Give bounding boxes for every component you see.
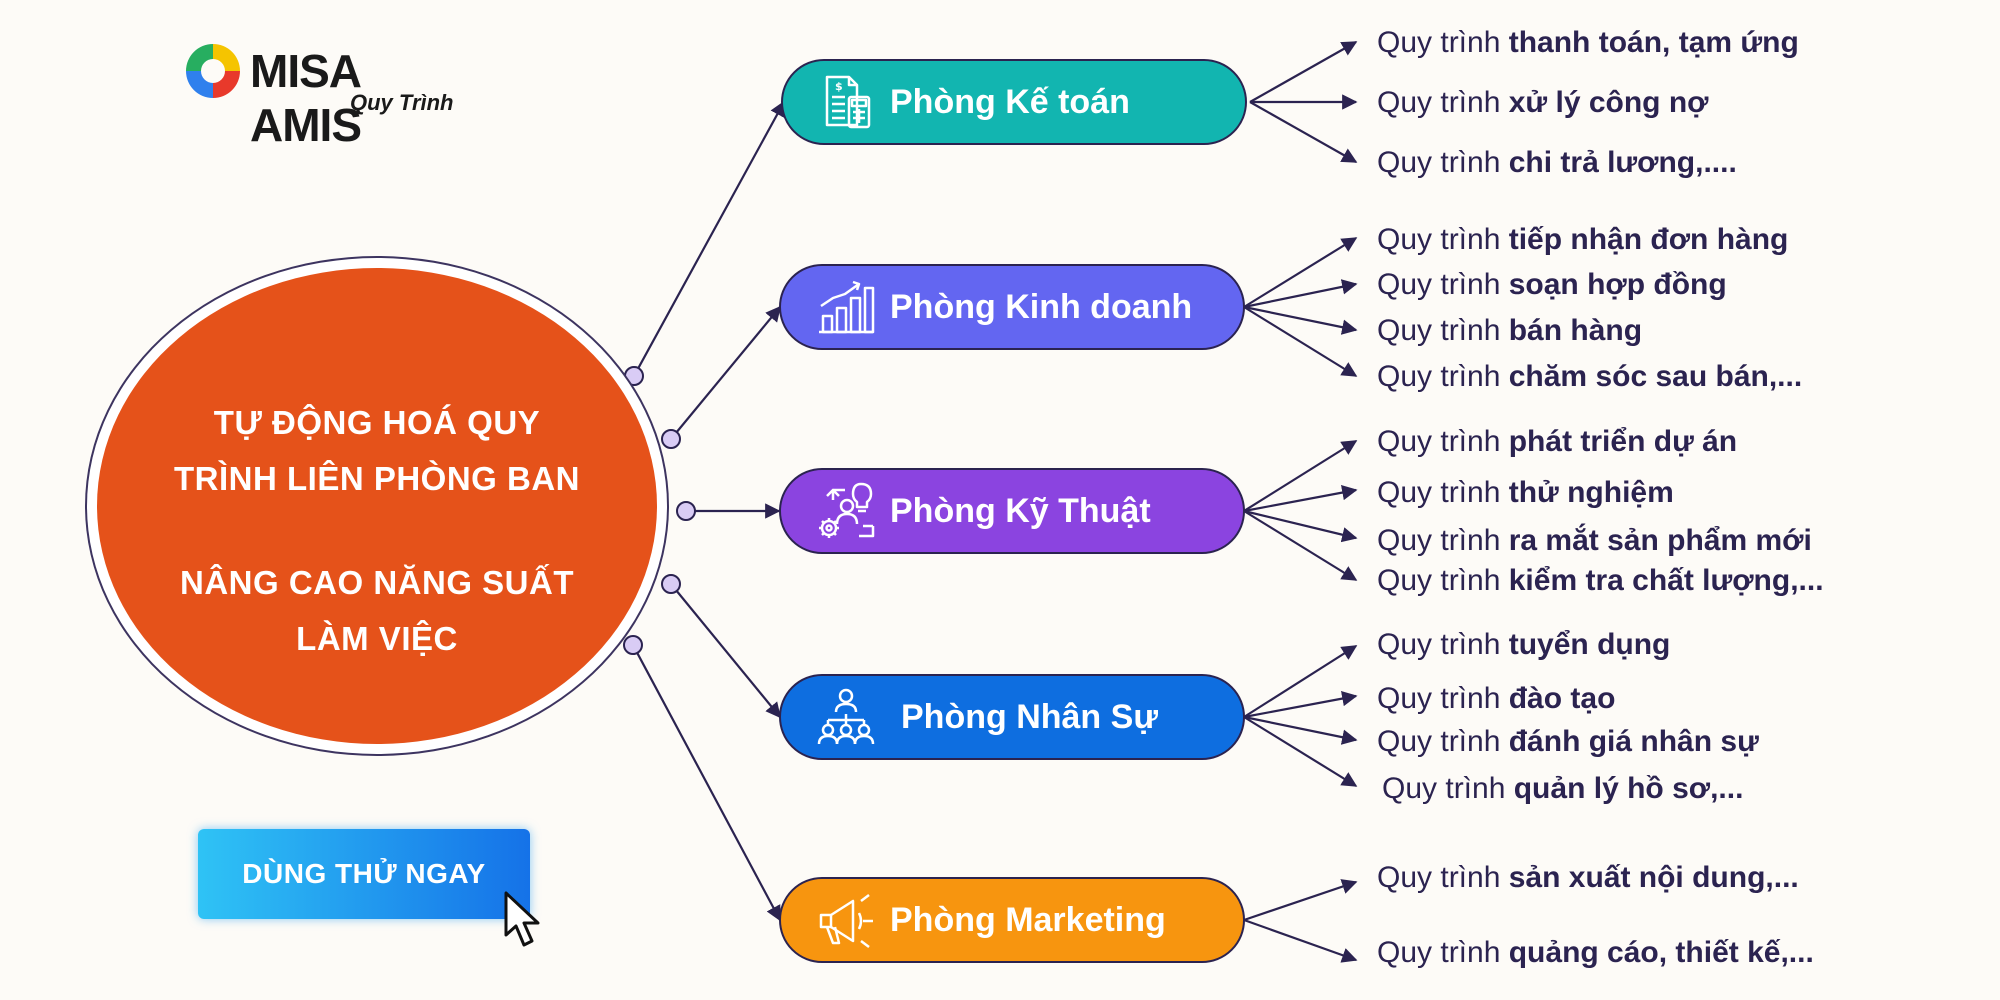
- branch-arrow: [1243, 690, 1358, 719]
- process-item: Quy trình đào tạo: [1377, 682, 1616, 715]
- process-item: Quy trình sản xuất nội dung,...: [1377, 861, 1799, 894]
- process-item: Quy trình kiểm tra chất lượng,...: [1377, 564, 1824, 597]
- connector-dot: [676, 501, 696, 521]
- logo-mark-icon: [186, 44, 240, 98]
- branch-arrow: [1243, 279, 1358, 309]
- connector-dot: [661, 429, 681, 449]
- process-item: Quy trình quảng cáo, thiết kế,...: [1377, 936, 1814, 969]
- branch-arrow: [1243, 306, 1358, 377]
- branch-arrow: [1243, 918, 1358, 963]
- hub-title-line-1: TỰ ĐỘNG HOÁ QUY: [213, 404, 541, 441]
- branch-arrow: [1249, 41, 1358, 103]
- dept-label-sales: Phòng Kinh doanh: [890, 288, 1193, 326]
- process-item: Quy trình chi trả lương,....: [1377, 146, 1737, 179]
- branch-arrow: [1243, 509, 1358, 543]
- branch-arrow: [1243, 879, 1358, 922]
- process-item: Quy trình chăm sóc sau bán,...: [1377, 360, 1803, 393]
- mouse-cursor-icon: [504, 891, 540, 947]
- branch-arrow: [1243, 440, 1358, 512]
- dept-node-sales: Phòng Kinh doanh: [779, 264, 1245, 350]
- connector-dot: [661, 574, 681, 594]
- process-item: Quy trình bán hàng: [1377, 314, 1643, 347]
- accounting-calculator-icon: $: [825, 75, 871, 129]
- hub-connector-line: [670, 305, 781, 440]
- process-item: Quy trình đánh giá nhân sự: [1377, 725, 1759, 758]
- process-item: Quy trình xử lý công nợ: [1377, 86, 1709, 119]
- hr-team-icon: [817, 688, 875, 745]
- branch-arrow: [1243, 645, 1358, 718]
- marketing-megaphone-icon: [819, 894, 873, 948]
- branch-arrow: [1243, 305, 1358, 335]
- process-item: Quy trình soạn hợp đồng: [1377, 268, 1727, 301]
- process-item: Quy trình tiếp nhận đơn hàng: [1377, 223, 1789, 256]
- process-item: Quy trình thanh toán, tạm ứng: [1377, 26, 1799, 59]
- process-item: Quy trình tuyển dụng: [1377, 628, 1671, 661]
- process-item: Quy trình ra mắt sản phẩm mới: [1377, 524, 1812, 557]
- process-item: Quy trình quản lý hồ sơ,...: [1382, 772, 1744, 805]
- tech-gear-bulb-icon: [819, 482, 875, 538]
- dept-label-engineering: Phòng Kỹ Thuật: [890, 492, 1151, 530]
- branch-arrow: [1243, 715, 1358, 745]
- branch-arrow: [1243, 510, 1358, 581]
- branch-arrow: [1243, 237, 1358, 308]
- branch-arrow: [1249, 101, 1358, 163]
- dept-node-marketing: Phòng Marketing: [779, 877, 1245, 963]
- branch-arrow: [1243, 716, 1358, 787]
- connector-dot: [623, 635, 643, 655]
- dept-label-accounting: Phòng Kế toán: [890, 83, 1130, 121]
- dept-node-hr: Phòng Nhân Sự: [779, 674, 1245, 760]
- dept-label-marketing: Phòng Marketing: [890, 901, 1166, 939]
- try-now-button[interactable]: DÙNG THỬ NGAY: [198, 829, 530, 919]
- central-hub: TỰ ĐỘNG HOÁ QUY TRÌNH LIÊN PHÒNG BAN NÂN…: [97, 268, 657, 744]
- logo-product-text: Quy Trình: [350, 90, 454, 115]
- branch-arrow: [1243, 484, 1358, 513]
- dept-node-accounting: $ Phòng Kế toán: [781, 59, 1247, 145]
- sales-growth-chart-icon: [819, 280, 875, 334]
- logo-brand-text: MISA AMIS: [250, 45, 362, 151]
- process-item: Quy trình thử nghiệm: [1377, 476, 1674, 509]
- hub-connector-line: [633, 100, 785, 377]
- misa-amis-logo: MISA AMIS Quy Trình: [184, 40, 474, 151]
- dept-node-engineering: Phòng Kỹ Thuật: [779, 468, 1245, 554]
- hub-title-line-2: TRÌNH LIÊN PHÒNG BAN: [174, 460, 580, 497]
- dept-label-hr: Phòng Nhân Sự: [901, 698, 1158, 736]
- hub-connector-line: [632, 644, 781, 922]
- hub-connector-line: [670, 583, 781, 719]
- process-item: Quy trình phát triển dự án: [1377, 425, 1738, 458]
- hub-subtitle-line-2: LÀM VIỆC: [296, 620, 458, 657]
- connector-dot: [624, 366, 644, 386]
- hub-subtitle-line-1: NÂNG CAO NĂNG SUẤT: [180, 564, 574, 601]
- svg-text:$: $: [835, 80, 843, 93]
